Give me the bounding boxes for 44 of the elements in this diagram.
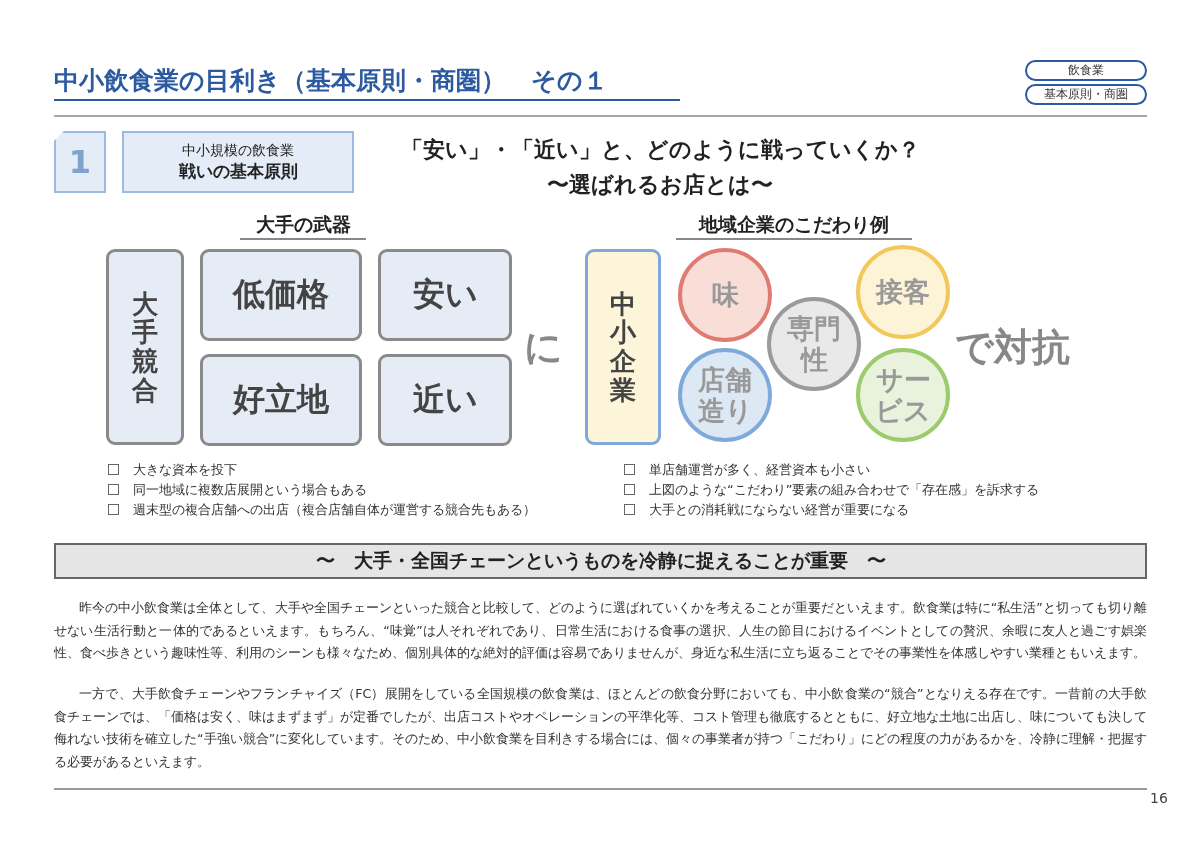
connector-word: で対抗 — [955, 324, 1071, 371]
node-text: 低価格 — [233, 274, 329, 315]
node-text: 基本原則・商圏 — [1044, 86, 1128, 103]
weapon-box — [200, 354, 362, 446]
banner — [54, 543, 1147, 579]
node-text: 中小企業 — [610, 289, 636, 405]
node-text: 専門性 — [786, 312, 842, 376]
category-tag — [1025, 84, 1147, 105]
bullet-text: 大きな資本を投下 — [133, 462, 237, 477]
step-label — [122, 131, 354, 193]
step-number — [54, 131, 106, 193]
node-text: 近い — [412, 379, 478, 420]
bullet-text: 大手との消耗戦にならない経営が重要になる — [649, 502, 909, 517]
step-heading: 戦いの基本原則 — [178, 159, 298, 183]
body-paragraph: 一方で、大手飲食チェーンやフランチャイズ（FC）展開をしている全国規模の飲食業は、ほとんどの飲食分野においても、中小飲食業の“競合”となりえる存在です。一昔前の大手飲食チェーンでは、「価格は安く、味はまずまず」が定番でしたが、出店コストやオペレーションの平準化等、コスト管理も徹底するとともに、好立地な土地に出店し、味についても決して侮れない技術を確立した“手強い競合”に変化しています。そのため、中小飲食業を目利きする場合には、個々の事業者が持つ「こだわり」にどの程度の力があるかを、冷静に理解・把握する必要があるといえます。 — [54, 685, 1147, 771]
sme-box — [585, 249, 661, 445]
step-subtitle: 中小規模の飲食業 — [182, 141, 294, 160]
bullet-text: 同一地域に複数店展開という場合もある — [133, 482, 367, 497]
question-heading: 「安い」・「近い」と、どのように戦っていくか？ — [399, 136, 921, 164]
section-heading: 大手の武器 — [240, 212, 366, 240]
weapon-box — [378, 354, 512, 446]
node-text: 1 — [68, 143, 92, 181]
node-text: 〜 大手・全国チェーンというものを冷静に捉えることが重要 〜 — [315, 548, 886, 573]
weapon-box — [378, 249, 512, 341]
node-text: 接客 — [876, 275, 930, 309]
node-text: 好立地 — [233, 379, 329, 420]
node-text: 大手競合 — [132, 289, 158, 405]
node-text: 味 — [711, 278, 739, 312]
bullet-text: 週末型の複合店舗への出店（複合店舗自体が運営する競合先もある） — [133, 502, 536, 517]
node-text: 安い — [412, 274, 478, 315]
page-number: 16 — [1150, 790, 1169, 806]
page-title: 中小飲食業の目利き（基本原則・商圏） その１ — [54, 65, 608, 97]
bullet-text: 上図のような“こだわり”要素の組み合わせで「存在感」を訴求する — [649, 482, 1040, 497]
node-text: サービス — [874, 363, 932, 427]
category-tag — [1025, 60, 1147, 81]
competitor-box — [106, 249, 184, 445]
section-heading: 地域企業のこだわり例 — [676, 212, 912, 240]
connector-word: に — [524, 324, 564, 371]
node-text: 飲食業 — [1068, 62, 1104, 79]
weapon-box — [200, 249, 362, 341]
question-subheading: 〜選ばれるお店とは〜 — [546, 171, 774, 199]
bullet-text: 単店舗運営が多く、経営資本も小さい — [649, 462, 870, 477]
body-paragraph: 昨今の中小飲食業は全体として、大手や全国チェーンといった競合と比較して、どのように選ばれていくかを考えることが重要だといえます。飲食業は特に“私生活”と切っても切り離せない生活行動と一体的であるといえます。もちろん、“味覚”は人それぞれであり、日常生活における食事の選択、人生の節目におけるイベントとしての贅沢、余暇に友人と過ごす娯楽性、食べ歩きという趣味性等、利用のシーンも様々なため、個別具体的な絶対的評価は容易でありませんが、身近な私生活に立ち返ることでその事業性を体感しやすい業種ともいえます。 — [54, 599, 1147, 662]
node-text: 店舗造り — [696, 363, 754, 427]
